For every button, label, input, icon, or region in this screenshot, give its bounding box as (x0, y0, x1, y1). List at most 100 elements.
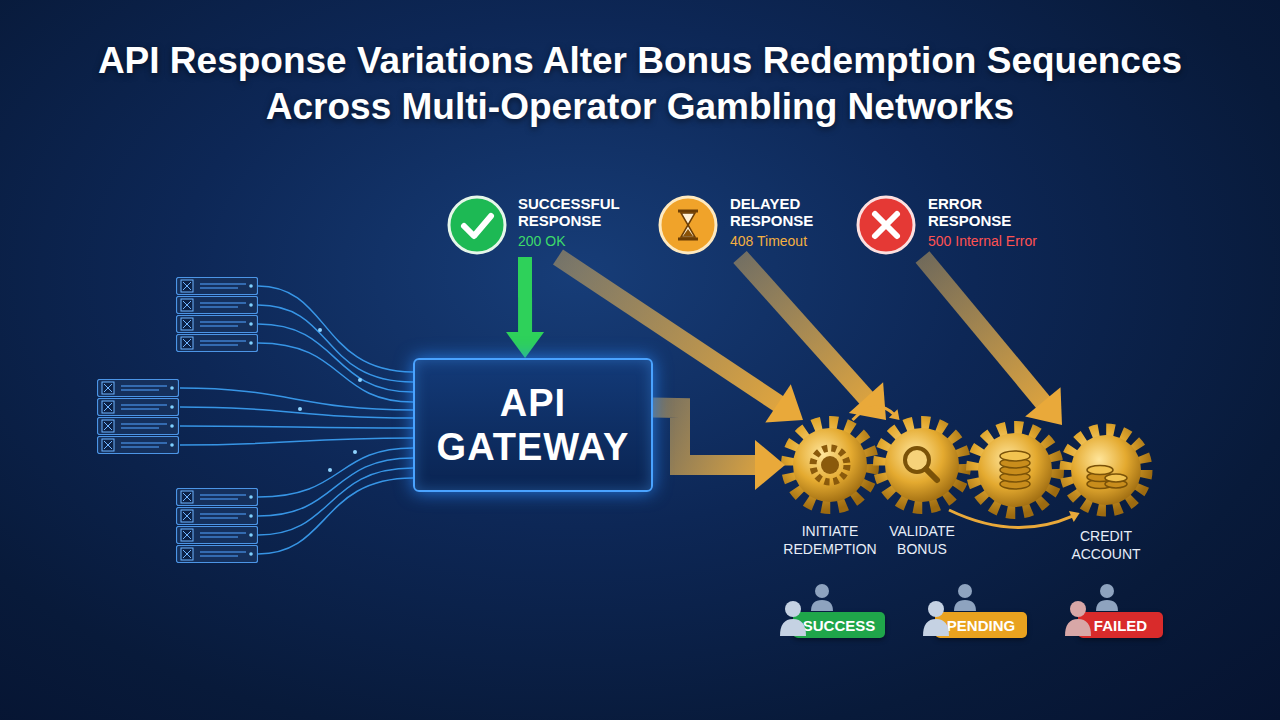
server-unit (98, 399, 179, 416)
gateway-label: API GATEWAY (423, 381, 643, 469)
hourglass-caps (678, 211, 698, 239)
server-unit (177, 527, 258, 544)
x-mark (875, 214, 897, 236)
glow-dot (318, 328, 322, 332)
icon-circle (660, 197, 716, 253)
step-label: VALIDATE BONUS (866, 522, 978, 558)
status-heading: ERROR RESPONSE (928, 195, 1053, 229)
gear-symbol (973, 428, 1057, 512)
step-label: INITIATE REDEMPTION (774, 522, 886, 558)
server-unit (177, 546, 258, 563)
coin-stack (1087, 466, 1127, 489)
user-head (1100, 584, 1114, 598)
server-unit (98, 437, 179, 454)
process-gear: VALIDATE BONUS (877, 420, 967, 510)
icon-circle (858, 197, 914, 253)
arrow-shaft (949, 510, 1073, 527)
server-unit (177, 297, 258, 314)
user-body (954, 600, 976, 611)
arrow-head (889, 409, 900, 420)
user-body (811, 600, 833, 611)
arrow-head (1069, 511, 1080, 522)
arrow-shaft (653, 408, 760, 465)
hourglass (681, 213, 695, 237)
gear-teeth (880, 423, 964, 507)
status-badge: SUCCESS (793, 612, 885, 638)
coin (1000, 451, 1030, 461)
gear-teeth (1066, 430, 1146, 510)
server-rack (98, 380, 179, 454)
wire-dots (298, 328, 362, 472)
user-head (815, 584, 829, 598)
flow-arrow (949, 510, 1080, 527)
gear-hub (821, 456, 839, 474)
process-gear: CREDIT ACCOUNT (1062, 425, 1150, 513)
arrow-head (755, 440, 785, 490)
server-unit (177, 278, 258, 295)
server-unit (98, 380, 179, 397)
gear-body (1071, 435, 1141, 505)
arrow-head (765, 384, 803, 422)
status-heading: SUCCESSFUL RESPONSE (518, 195, 643, 229)
gear-teeth (788, 423, 872, 507)
network-wires (180, 286, 413, 554)
flow-arrow (740, 257, 886, 420)
diagram-title: API Response Variations Alter Bonus Rede… (90, 38, 1190, 130)
gear-body (978, 433, 1052, 507)
check-mark (464, 216, 491, 236)
glow-dot (358, 378, 362, 382)
server-unit (177, 316, 258, 333)
user-body (1096, 600, 1118, 611)
arrow-shaft (518, 257, 532, 336)
badge-label: FAILED (1094, 617, 1147, 634)
status-code: 200 OK (518, 233, 648, 250)
status-code: 408 Timeout (730, 233, 860, 250)
server-unit (98, 418, 179, 435)
arrow-head (1025, 387, 1062, 425)
badge-label: SUCCESS (803, 617, 876, 634)
flow-arrow (506, 257, 544, 358)
flow-arrow (923, 257, 1063, 425)
gear-symbol (788, 423, 872, 507)
icon-circle (449, 197, 505, 253)
wire (180, 426, 413, 428)
server-unit (177, 335, 258, 352)
arrow-shaft (853, 406, 895, 420)
status-badge: FAILED (1078, 612, 1163, 638)
delayed-icon (660, 197, 716, 253)
process-gear: INITIATE REDEMPTION (785, 420, 875, 510)
gear-teeth (973, 428, 1057, 512)
arrow-head (849, 382, 886, 420)
arrow-shaft (923, 257, 1046, 405)
server-rack (177, 489, 258, 563)
gateway-box: API GATEWAY (413, 358, 653, 492)
wire (258, 343, 413, 402)
server-rack (177, 278, 258, 352)
glow-dot (298, 407, 302, 411)
user-head (958, 584, 972, 598)
gear-body (885, 428, 959, 502)
glow-dot (328, 468, 332, 472)
wire (180, 438, 413, 445)
gear-symbol (880, 423, 964, 507)
server-unit (177, 508, 258, 525)
status-callout: DELAYED RESPONSE 408 Timeout (660, 195, 860, 257)
wire (180, 407, 413, 418)
flow-arrow (653, 408, 785, 490)
wire (258, 324, 413, 392)
arrow-shaft (740, 257, 869, 401)
hourglass-sand (683, 229, 693, 236)
gear-symbol (1066, 430, 1146, 510)
status-callout: ERROR RESPONSE 500 Internal Error (858, 195, 1073, 257)
status-heading: DELAYED RESPONSE (730, 195, 855, 229)
status-callout: SUCCESSFUL RESPONSE 200 OK (448, 195, 648, 257)
wire (258, 478, 413, 554)
glow-dot (353, 450, 357, 454)
wire (258, 448, 413, 497)
step-label: CREDIT ACCOUNT (1050, 527, 1162, 563)
coin-stack (1000, 451, 1030, 489)
wire (258, 468, 413, 535)
status-code: 500 Internal Error (928, 233, 1073, 250)
success-icon (449, 197, 505, 253)
